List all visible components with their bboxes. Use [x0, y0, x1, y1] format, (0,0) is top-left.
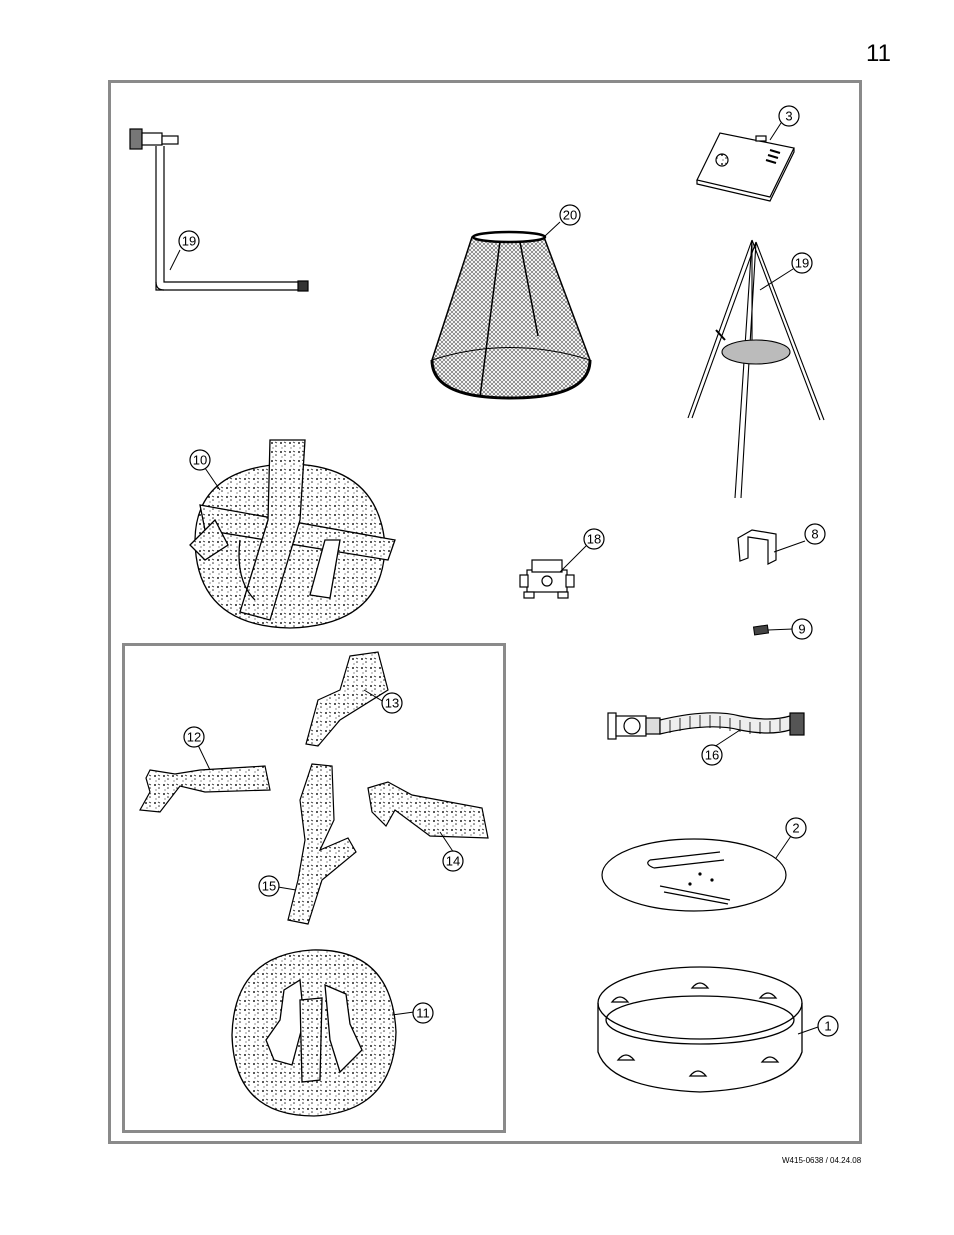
svg-text:15: 15	[262, 879, 276, 894]
svg-text:18: 18	[587, 532, 601, 547]
svg-text:9: 9	[798, 622, 805, 637]
svg-text:2: 2	[792, 821, 799, 836]
log-12-drawing	[139, 765, 271, 813]
fire-ring-drawing	[597, 966, 803, 1093]
spark-screen-drawing	[430, 230, 592, 400]
svg-text:8: 8	[811, 527, 818, 542]
callout-19b: 19	[791, 252, 813, 274]
gas-pipe-drawing	[129, 128, 309, 292]
callout-3: 3	[778, 105, 800, 127]
callout-8: 8	[804, 523, 826, 545]
ember-base-drawing	[231, 949, 397, 1117]
callout-1: 1	[817, 1015, 839, 1037]
callout-15: 15	[258, 875, 280, 897]
callout-12: 12	[183, 726, 205, 748]
callout-leaders	[169, 122, 819, 1035]
cover-plate-drawing	[696, 132, 795, 202]
base-plate-drawing	[601, 838, 787, 912]
fitting-drawing	[752, 624, 770, 636]
callout-14: 14	[442, 850, 464, 872]
callout-2: 2	[785, 817, 807, 839]
document-code: W415-0638 / 04.24.08	[782, 1156, 862, 1165]
svg-text:13: 13	[385, 696, 399, 711]
callout-20: 20	[559, 204, 581, 226]
svg-text:11: 11	[416, 1006, 430, 1021]
svg-text:19: 19	[182, 234, 196, 249]
callout-16: 16	[701, 744, 723, 766]
svg-text:16: 16	[705, 748, 719, 763]
log-set-assembled-drawing	[189, 439, 396, 629]
page-number: 11	[866, 40, 891, 67]
log-14-drawing	[367, 781, 489, 839]
parts-frame	[108, 80, 862, 1144]
gas-hose-drawing	[607, 712, 805, 740]
log-set-inset-frame	[122, 643, 506, 1133]
callouts: 19 20 3 19 10 18 8 9 13 12 14 15 16 2 11…	[178, 105, 839, 1037]
svg-text:3: 3	[785, 109, 792, 124]
log-13-drawing	[305, 651, 389, 747]
callout-19a: 19	[178, 230, 200, 252]
callout-9: 9	[791, 618, 813, 640]
svg-text:14: 14	[446, 854, 460, 869]
gas-valve-drawing	[519, 559, 575, 599]
log-15-drawing	[287, 763, 357, 925]
callout-13: 13	[381, 692, 403, 714]
tripod-grate-drawing	[687, 239, 825, 499]
svg-text:19: 19	[795, 256, 809, 271]
svg-text:12: 12	[187, 730, 201, 745]
svg-text:10: 10	[193, 453, 207, 468]
svg-text:1: 1	[824, 1019, 831, 1034]
callout-11: 11	[412, 1002, 434, 1024]
callout-18: 18	[583, 528, 605, 550]
bracket-drawing	[737, 529, 777, 565]
svg-text:20: 20	[563, 208, 577, 223]
callout-10: 10	[189, 449, 211, 471]
